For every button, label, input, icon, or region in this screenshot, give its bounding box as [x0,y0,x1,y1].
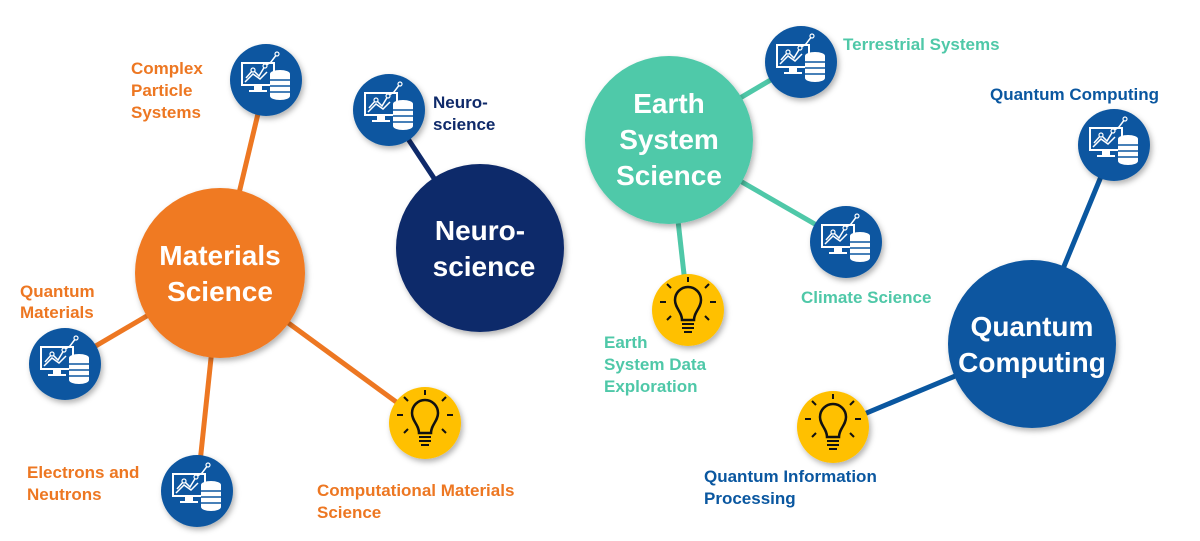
node-label-computational-materials-science: Computational Materials Science [317,481,519,522]
data-analytics-icon [810,206,882,278]
svg-text:Science: Science [167,276,273,307]
svg-text:Computing: Computing [958,347,1106,378]
svg-text:Materials: Materials [159,240,280,271]
data-analytics-icon [1078,109,1150,181]
node-label-earth-system-data-exploration: Earth System Data Exploration [604,333,711,396]
data-analytics-icon [353,74,425,146]
node-label-climate-science: Climate Science [801,288,931,307]
data-analytics-icon [765,26,837,98]
svg-text:science: science [433,251,536,282]
node-label-quantum-computing: Quantum Computing [990,85,1159,104]
lightbulb-icon [389,387,461,459]
hub-title-line: Computing [958,347,1106,378]
node-label-electrons-neutrons: Electrons and Neutrons [27,463,144,504]
svg-text:Neuro-: Neuro- [435,215,525,246]
svg-text:Earth: Earth [633,88,705,119]
neuroscience-hub: Neuro- science [396,164,564,332]
hub-title-line: Materials [159,240,280,271]
node-label-quantum-materials: Quantum Materials [20,282,99,322]
hub-title-line: Earth [633,88,705,119]
hub-title-line: Neuro- [435,215,525,246]
svg-text:Science: Science [616,160,722,191]
materials-science-hub: Materials Science [135,188,305,358]
data-analytics-icon [29,328,101,400]
data-analytics-icon [161,455,233,527]
earth-system-science-hub: Earth System Science [585,56,753,224]
node-label-neuroscience: Neuro- science [433,93,495,134]
node-label-complex-particle-systems: Complex Particle Systems [131,59,208,122]
lightbulb-icon [652,274,724,346]
node-label-terrestrial-systems: Terrestrial Systems [843,35,1000,54]
hub-title-line: Science [167,276,273,307]
hub-title-line: System [619,124,719,155]
hub-title-line: science [433,251,536,282]
node-label-quantum-information-processing: Quantum Information Processing [704,467,882,508]
hub-title-line: Quantum [971,311,1094,342]
svg-text:System: System [619,124,719,155]
hub-title-line: Science [616,160,722,191]
svg-text:Quantum: Quantum [971,311,1094,342]
lightbulb-icon [797,391,869,463]
quantum-computing-hub: Quantum Computing [948,260,1116,428]
data-analytics-icon [230,44,302,116]
